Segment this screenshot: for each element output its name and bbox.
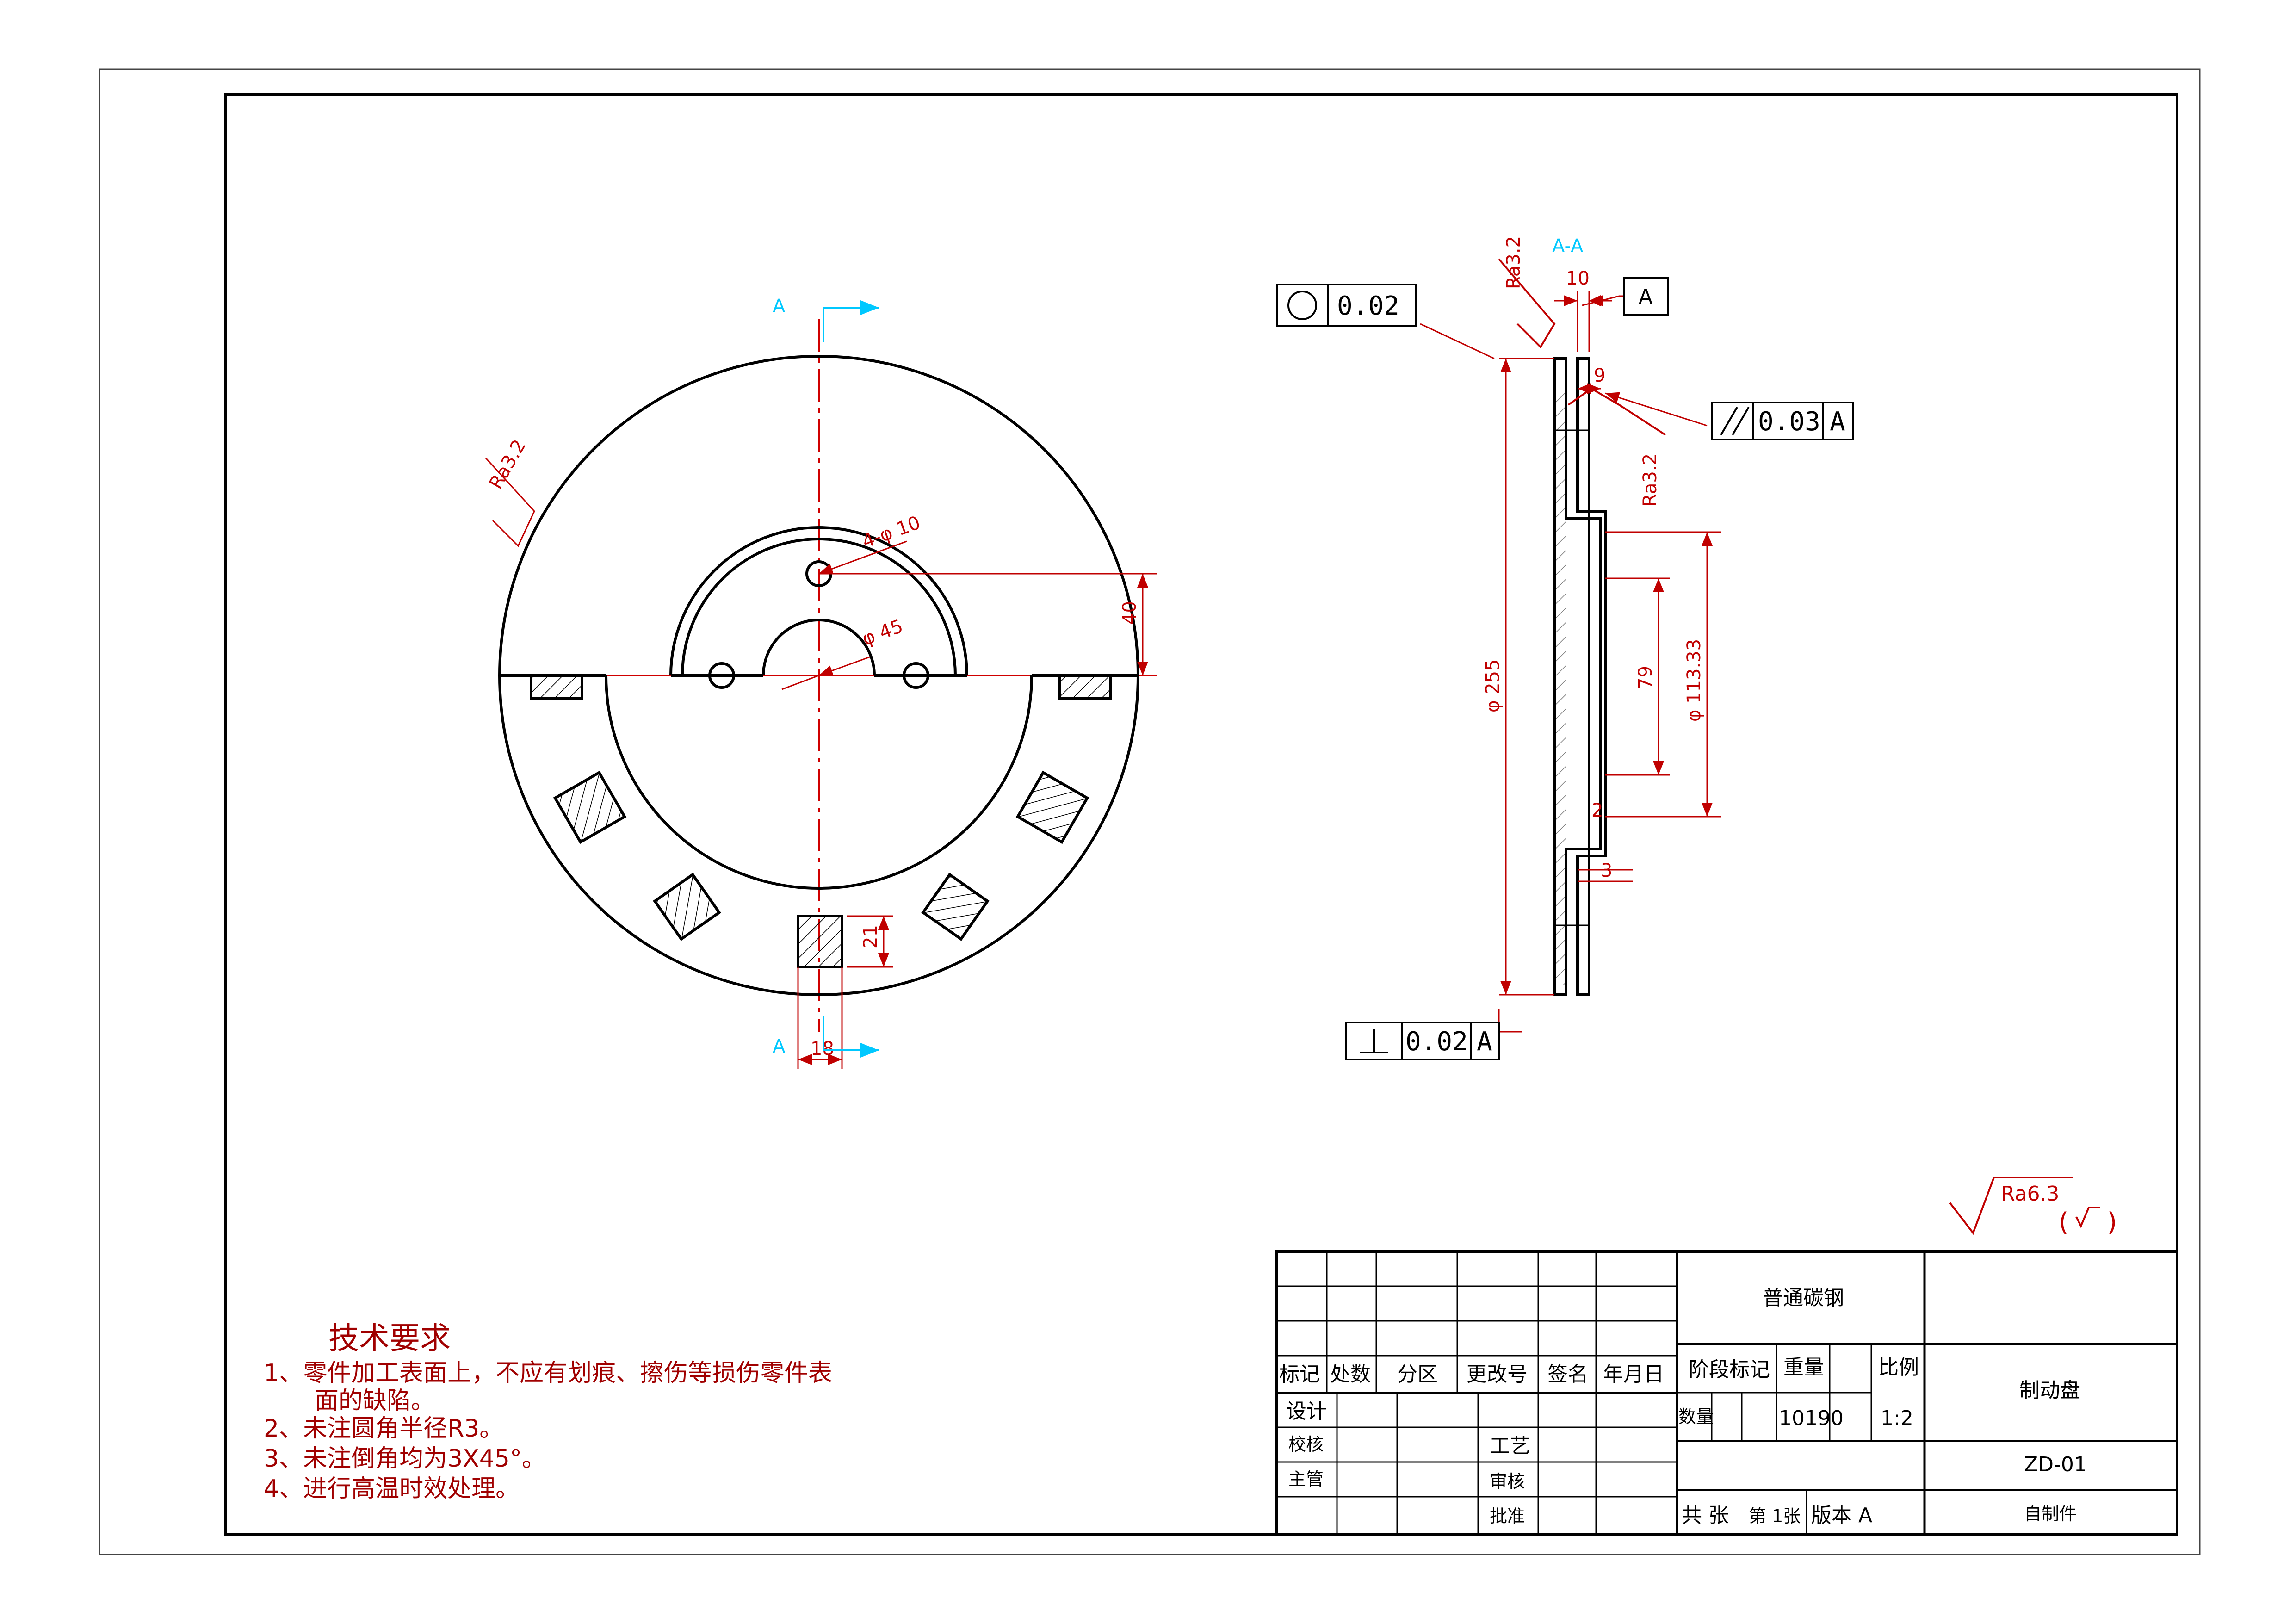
tb-approve: 批准 xyxy=(1490,1506,1525,1526)
pad-right-mid xyxy=(1015,770,1089,844)
bolt-hole-left xyxy=(708,662,735,689)
general-roughness: Ra6.3 ( ) xyxy=(1949,1177,2117,1237)
fcf-perpendicular: 0.02 A xyxy=(1345,1022,1500,1060)
tb-label-change: 更改号 xyxy=(1467,1363,1528,1386)
tb-weight: 10190 xyxy=(1779,1406,1844,1430)
tb-drawing-no: ZD-01 xyxy=(2024,1453,2087,1476)
tb-process: 工艺 xyxy=(1490,1434,1530,1458)
dim-slot-width: 18 xyxy=(811,1038,834,1059)
parallel-icon xyxy=(1720,406,1738,436)
tb-review: 审核 xyxy=(1490,1471,1525,1492)
section-markers xyxy=(823,300,879,1058)
tb-version: 版本 A xyxy=(1811,1504,1872,1527)
requirement-line-1b: 面的缺陷。 xyxy=(315,1387,435,1415)
svg-text:0.02: 0.02 xyxy=(1405,1027,1468,1057)
tb-sheets-total: 共 张 xyxy=(1682,1504,1729,1527)
inner-lower-arc xyxy=(605,675,1033,890)
fcf-parallel: 0.03 A xyxy=(1711,402,1854,440)
requirement-line-1: 1、零件加工表面上，不应有划痕、擦伤等损伤零件表 xyxy=(264,1359,832,1387)
fcf-circularity: 0.02 xyxy=(1276,284,1417,327)
svg-text:0.02: 0.02 xyxy=(1337,291,1399,321)
tb-scale: 1:2 xyxy=(1881,1406,1913,1430)
title-block xyxy=(1275,1250,2178,1536)
pad-right xyxy=(1058,674,1112,700)
roughness-symbol-front xyxy=(485,457,535,547)
dim-inner: 79 xyxy=(1635,666,1656,689)
tb-chief: 主管 xyxy=(1288,1469,1324,1489)
title-block-text: 标记 处数 分区 更改号 签名 年月日 设计 校核 主管 工艺 审核 批准 普通… xyxy=(1279,1286,2087,1527)
section-hatch-left xyxy=(1555,393,1566,985)
svg-text:): ) xyxy=(2107,1208,2117,1237)
dim-small-a: 2 xyxy=(1591,800,1603,821)
svg-text:(: ( xyxy=(2059,1208,2068,1237)
inner-frame xyxy=(224,93,2178,1536)
pad-left xyxy=(530,674,583,700)
bolt-hole-right xyxy=(903,662,929,689)
pad-left-mid xyxy=(553,770,627,844)
outer-border xyxy=(99,68,2201,1555)
tb-source: 自制件 xyxy=(2024,1504,2077,1524)
dim-rim: 9 xyxy=(1594,365,1605,386)
pad-left-low xyxy=(653,873,721,941)
dim-hub-dia: φ 113.33 xyxy=(1683,639,1705,722)
section-dimensions xyxy=(1420,291,1721,1033)
tb-label-sign: 签名 xyxy=(1547,1363,1588,1386)
svg-text:Ra6.3: Ra6.3 xyxy=(2001,1182,2060,1206)
tb-part-name: 制动盘 xyxy=(2019,1379,2080,1402)
requirement-line-2: 2、未注圆角半径R3。 xyxy=(264,1415,503,1443)
front-dimensions xyxy=(485,457,1157,1069)
pad-right-low xyxy=(921,873,990,941)
dim-bore: φ 45 xyxy=(860,615,906,650)
tb-label-date: 年月日 xyxy=(1603,1363,1664,1386)
dim-slot-height: 21 xyxy=(860,925,881,948)
tb-label-mark: 标记 xyxy=(1279,1363,1320,1386)
svg-text:A: A xyxy=(1830,407,1845,437)
svg-text:A: A xyxy=(1477,1027,1492,1057)
datum-a: A xyxy=(1589,277,1669,316)
tb-material: 普通碳钢 xyxy=(1763,1286,1844,1310)
tb-sheet-no: 第 1张 xyxy=(1749,1506,1801,1526)
roughness-symbols-section xyxy=(1498,258,1666,436)
pad-bottom xyxy=(797,915,843,968)
requirement-line-4: 4、进行高温时效处理。 xyxy=(264,1475,520,1503)
roughness-section-side: Ra3.2 xyxy=(1640,453,1661,507)
hub-outer-arc xyxy=(669,526,968,676)
tb-qty-label: 数量 xyxy=(1678,1406,1714,1427)
hub-inner-arc xyxy=(681,538,957,676)
front-view xyxy=(498,319,1157,1032)
section-label-bottom: A xyxy=(773,1036,786,1057)
section-profile xyxy=(1553,357,1602,996)
tb-label-zone: 分区 xyxy=(1397,1363,1438,1386)
section-profile-inner xyxy=(1576,357,1607,996)
dim-thickness: 10 xyxy=(1566,268,1590,289)
dim-outer-dia: φ 255 xyxy=(1482,659,1504,712)
tb-scale-label: 比例 xyxy=(1878,1356,1919,1379)
technical-requirements: 技术要求 1、零件加工表面上，不应有划痕、擦伤等损伤零件表 面的缺陷。 2、未注… xyxy=(264,1320,832,1503)
roughness-section-top: Ra3.2 xyxy=(1503,236,1524,289)
dim-hole-offset: 40 xyxy=(1119,601,1140,625)
tb-design: 设计 xyxy=(1286,1400,1327,1423)
bore-arc xyxy=(762,619,876,676)
tb-check: 校核 xyxy=(1288,1434,1324,1455)
requirement-line-3: 3、未注倒角均为3X45°。 xyxy=(264,1445,546,1473)
tb-stage: 阶段标记 xyxy=(1689,1358,1770,1381)
svg-text:A: A xyxy=(1639,285,1652,309)
tb-weight-label: 重量 xyxy=(1783,1356,1824,1379)
requirements-title: 技术要求 xyxy=(328,1320,451,1356)
dim-small-b: 3 xyxy=(1601,860,1612,881)
tb-label-count: 处数 xyxy=(1330,1363,1371,1386)
svg-text:0.03: 0.03 xyxy=(1758,407,1820,437)
section-label-top: A xyxy=(773,296,786,317)
circularity-icon xyxy=(1287,291,1317,320)
section-title: A-A xyxy=(1552,235,1584,257)
